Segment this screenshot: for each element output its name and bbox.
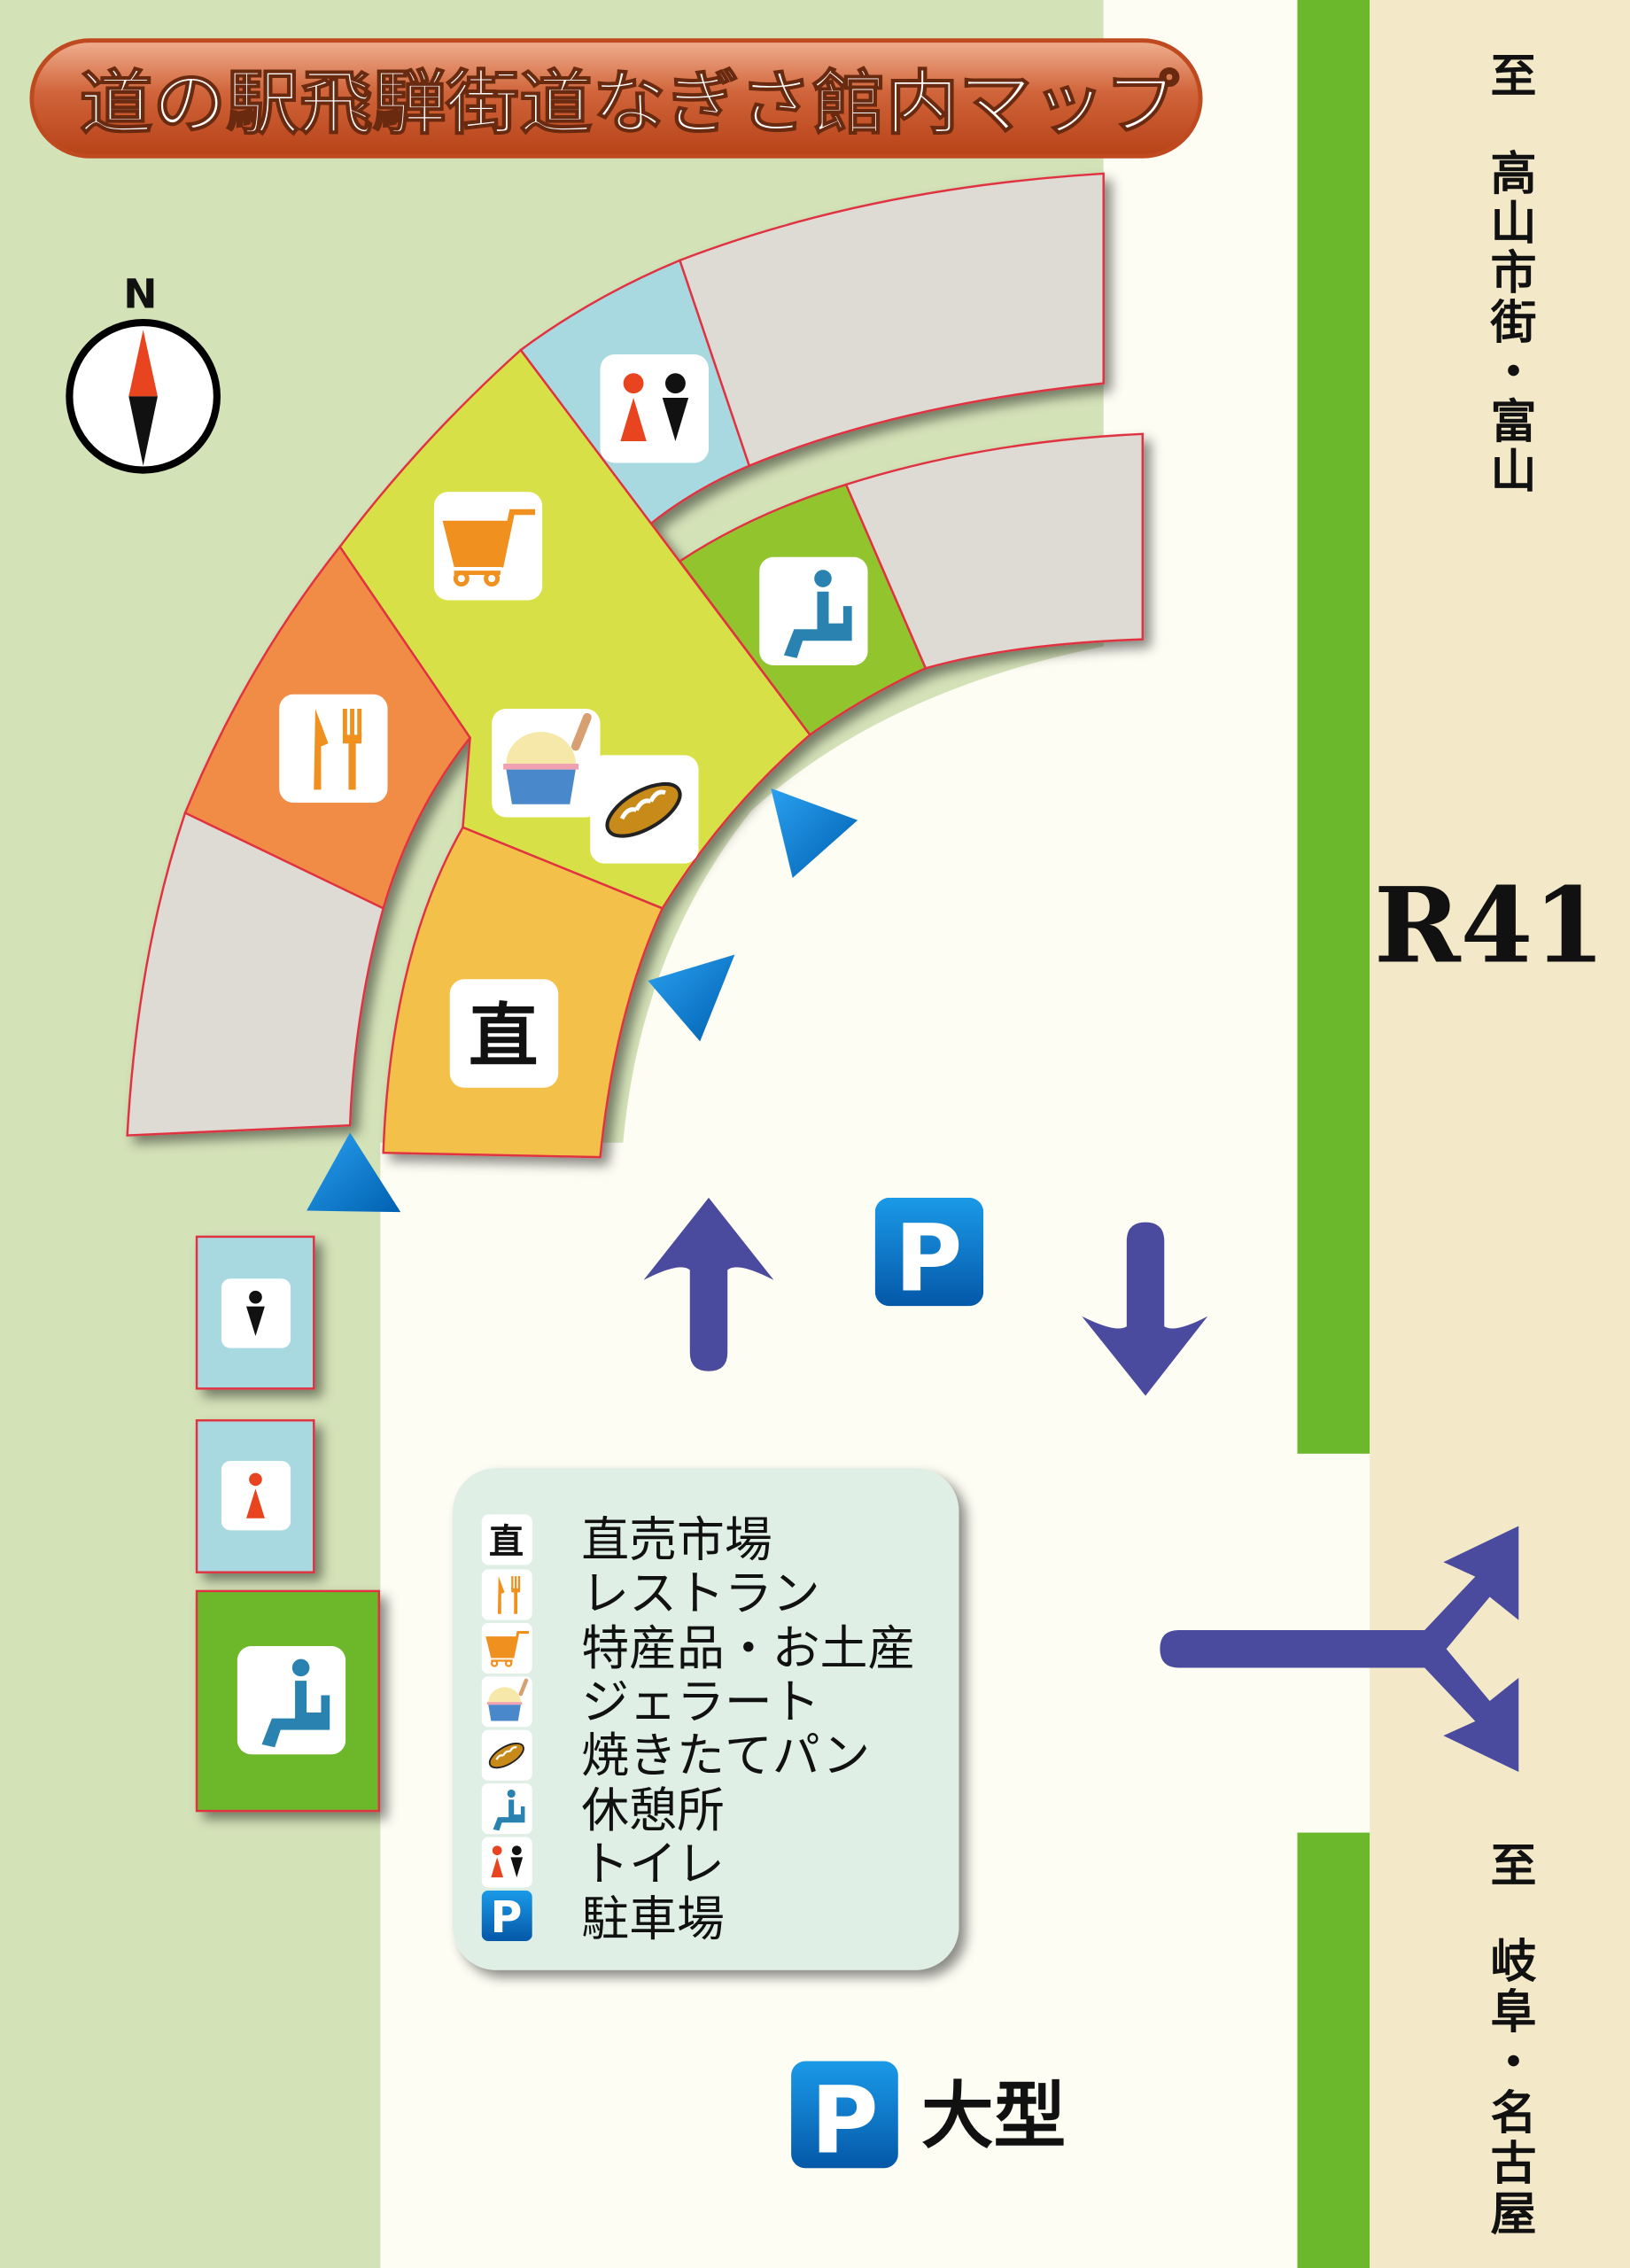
- female-toilet-icon: [221, 1460, 291, 1531]
- title-banner: 道の駅飛騨街道なぎさ館内マップ: [29, 38, 1203, 159]
- section-storage-east: [844, 432, 1145, 670]
- compass-needle-north-icon: [128, 330, 158, 397]
- arrow-down-icon: [1082, 1222, 1208, 1396]
- legend-item: 焼きたてパン: [481, 1728, 870, 1783]
- compass-north-label: N: [123, 271, 157, 318]
- svg-text:駐車場: 駐車場: [581, 1891, 725, 1946]
- entrance-marker-icon: [307, 1132, 401, 1213]
- direct-sales-icon: 直: [489, 1522, 524, 1562]
- svg-text:直: 直: [469, 997, 538, 1077]
- toilet-icon: [481, 1837, 532, 1888]
- entrance-marker-icon: [771, 788, 858, 879]
- legend-item: 特産品・お土産: [481, 1620, 915, 1676]
- svg-text:レストラン: レストラン: [581, 1565, 819, 1621]
- arrow-branch-icon: [1160, 1526, 1519, 1772]
- rest-area-icon: [237, 1645, 346, 1755]
- svg-text:P: P: [811, 2066, 879, 2174]
- arrow-up-icon: [643, 1197, 774, 1371]
- south-destination: 岐阜・名古屋: [1482, 1937, 1536, 2240]
- legend-item: レストラン: [481, 1565, 820, 1621]
- large-vehicle-parking-marker[interactable]: P 大型: [791, 2061, 1066, 2175]
- svg-text:P: P: [895, 1204, 963, 1312]
- svg-text:トイレ: トイレ: [581, 1836, 725, 1891]
- rest-area-icon: [481, 1783, 532, 1835]
- large-parking-label: 大型: [921, 2074, 1066, 2158]
- restaurant-icon: [279, 694, 388, 804]
- north-direction-prefix: 至: [1482, 51, 1536, 101]
- legend: 直 直売市場 レストラン 特産品・お土産 ジェラート 焼きたてパン 休憩所 トイ…: [453, 1468, 959, 1970]
- legend-item: ジェラート: [482, 1674, 820, 1730]
- shopping-cart-icon: [481, 1622, 532, 1674]
- legend-item: 休憩所: [481, 1783, 725, 1838]
- roadside-strip-south: [1297, 1832, 1370, 2268]
- shopping-cart-icon: [434, 492, 542, 600]
- svg-text:直売市場: 直売市場: [581, 1512, 772, 1568]
- bread-icon: [481, 1729, 532, 1781]
- male-toilet-icon: [221, 1278, 291, 1348]
- direct-sales-icon: 直: [449, 979, 559, 1088]
- section-storage-west: [126, 811, 385, 1137]
- restaurant-icon: [481, 1569, 532, 1620]
- rest-area-icon: [759, 556, 868, 666]
- section-storage-north: [678, 172, 1105, 468]
- svg-text:特産品・お土産: 特産品・お土産: [581, 1620, 915, 1676]
- bread-icon: [590, 755, 698, 863]
- gelato-icon: [482, 1676, 532, 1727]
- svg-text:ジェラート: ジェラート: [581, 1674, 819, 1730]
- road-name: R41: [1374, 865, 1605, 987]
- map-title: 道の駅飛騨街道なぎさ館内マップ: [80, 63, 1179, 144]
- toilet-icon: [600, 354, 709, 463]
- svg-text:休憩所: 休憩所: [581, 1783, 725, 1838]
- svg-text:P: P: [490, 1892, 522, 1943]
- gelato-icon: [492, 709, 600, 817]
- compass: N: [66, 271, 221, 474]
- roadside-strip-north: [1297, 0, 1370, 1454]
- south-direction-prefix: 至: [1482, 1841, 1536, 1891]
- road-r41: [1370, 0, 1630, 2268]
- parking-marker[interactable]: P: [874, 1197, 984, 1312]
- legend-item: 直 直売市場: [481, 1512, 772, 1568]
- north-destination: 高山市街・富山: [1482, 149, 1536, 496]
- svg-text:焼きたてパン: 焼きたてパン: [581, 1728, 870, 1783]
- legend-item: P 駐車場: [481, 1890, 725, 1946]
- legend-item: トイレ: [481, 1836, 725, 1891]
- entrance-marker-icon: [648, 954, 735, 1042]
